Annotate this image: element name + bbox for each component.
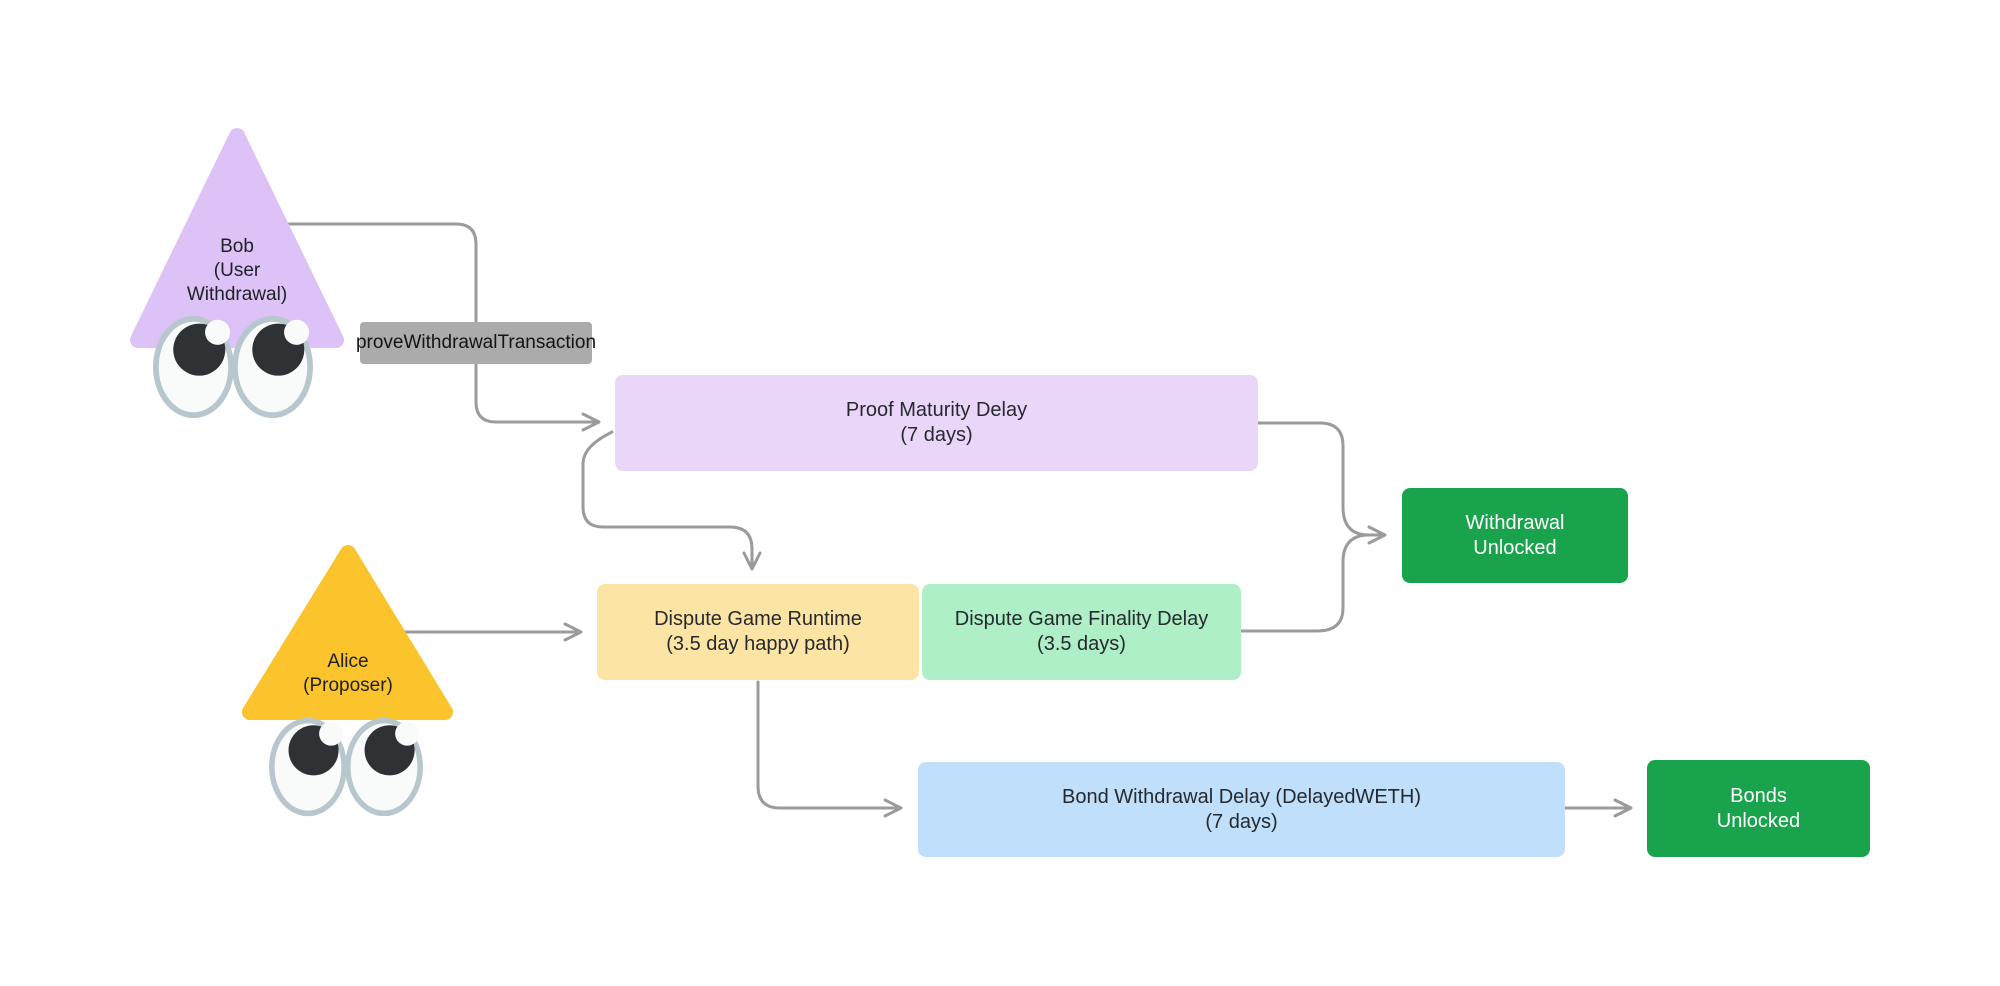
- node-dispute-game-runtime: Dispute Game Runtime (3.5 day happy path…: [597, 584, 919, 680]
- node-bonds-unlocked: Bonds Unlocked: [1647, 760, 1870, 857]
- alice-eyes-icon: [272, 721, 420, 814]
- node-proof-maturity-delay: Proof Maturity Delay (7 days): [615, 375, 1258, 471]
- node-bond-withdrawal-delay: Bond Withdrawal Delay (DelayedWETH) (7 d…: [918, 762, 1565, 857]
- edge-proof-maturity-to-dispute-runtime: [581, 430, 762, 571]
- edge-proof-maturity-to-withdrawal-unlocked: [1256, 421, 1387, 545]
- edge-dispute-runtime-to-bond-delay: [756, 680, 903, 818]
- bob-actor-label: Bob (User Withdrawal): [186, 236, 288, 305]
- edge-finality-delay-to-withdrawal-unlocked: [1238, 533, 1379, 633]
- edge-label-prove-withdrawal-transaction: proveWithdrawalTransaction: [356, 322, 596, 364]
- alice-actor-label: Alice (Proposer): [303, 651, 393, 696]
- node-withdrawal-unlocked: Withdrawal Unlocked: [1402, 488, 1628, 583]
- bob-triangle: [130, 128, 344, 348]
- node-dispute-game-finality-delay: Dispute Game Finality Delay (3.5 days): [922, 584, 1241, 680]
- alice-triangle: [242, 545, 453, 720]
